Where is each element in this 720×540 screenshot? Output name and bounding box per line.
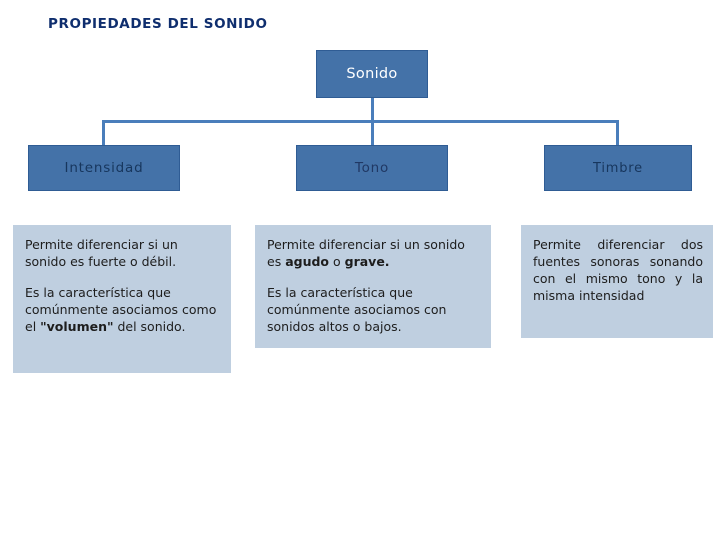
description-panel-timbre: Permite diferenciar dos fuentes sonoras … <box>521 225 713 338</box>
node-branch-2-label: Tono <box>354 160 390 176</box>
node-branch-tono[interactable]: Tono <box>296 145 448 191</box>
connector-horizontal-bus <box>102 120 618 123</box>
node-root-sonido[interactable]: Sonido <box>316 50 428 98</box>
description-paragraph: Es la característica que comúnmente asoc… <box>25 284 217 334</box>
connector-root-vertical <box>371 98 374 122</box>
connector-branch-2 <box>371 120 374 146</box>
node-branch-timbre[interactable]: Timbre <box>544 145 692 191</box>
node-branch-intensidad[interactable]: Intensidad <box>28 145 180 191</box>
description-paragraph: Permite diferenciar si un sonido es fuer… <box>25 237 178 269</box>
connector-branch-1 <box>102 120 105 146</box>
node-branch-1-label: Intensidad <box>64 160 144 176</box>
node-branch-3-label: Timbre <box>593 160 643 176</box>
node-root-label: Sonido <box>346 66 398 82</box>
connector-branch-3 <box>616 120 619 146</box>
description-paragraph: Permite diferenciar si un sonido es agud… <box>267 237 465 269</box>
description-paragraph: Permite diferenciar dos fuentes sonoras … <box>533 237 703 303</box>
page-title: PROPIEDADES DEL SONIDO <box>48 16 268 32</box>
description-panel-tono: Permite diferenciar si un sonido es agud… <box>255 225 491 348</box>
description-panel-intensidad: Permite diferenciar si un sonido es fuer… <box>13 225 231 373</box>
description-paragraph: Es la característica que comúnmente asoc… <box>267 284 447 334</box>
